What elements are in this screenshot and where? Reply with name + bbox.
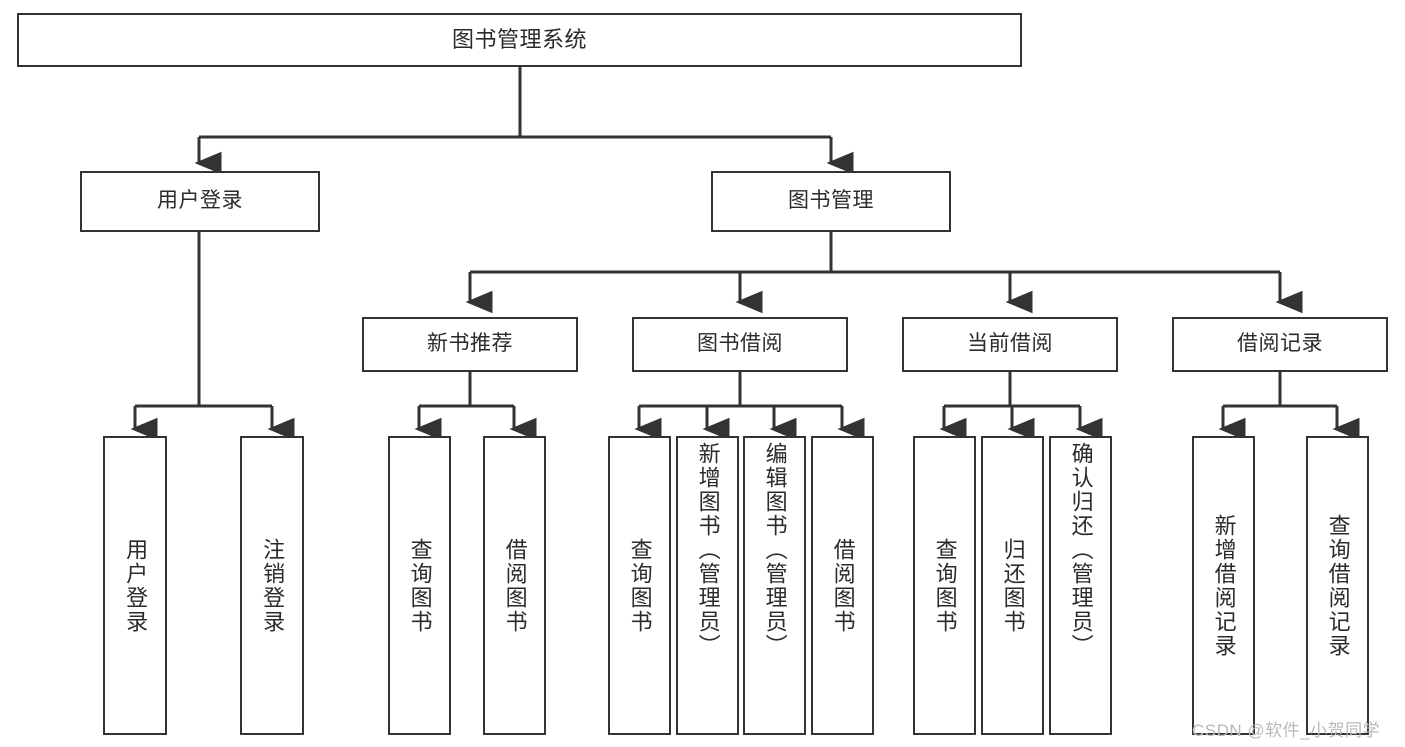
leaf-borrow-book-recommend[interactable]: 借阅图书 [483,436,546,735]
leaf-return-book[interactable]: 归还图书 [981,436,1044,735]
leaf-confirm-return-admin[interactable]: 确认归还（管理员） [1049,436,1112,735]
node-book-borrow[interactable]: 图书借阅 [632,317,848,372]
leaf-label: 借阅图书 [830,537,856,634]
leaf-label: 查询借阅记录 [1325,513,1351,658]
leaf-label: 查询图书 [407,537,433,634]
leaf-add-book-admin[interactable]: 新增图书（管理员） [676,436,739,735]
leaf-label: 查询图书 [627,537,653,634]
node-borrow-record[interactable]: 借阅记录 [1172,317,1388,372]
leaf-label: 编辑图书（管理员） [762,442,788,658]
node-new-book-recommend[interactable]: 新书推荐 [362,317,578,372]
leaf-borrow-book[interactable]: 借阅图书 [811,436,874,735]
leaf-label: 归还图书 [1000,537,1026,634]
node-label: 当前借阅 [967,332,1053,356]
leaf-label: 用户登录 [123,537,149,634]
node-label: 图书借阅 [697,332,783,356]
leaf-label: 查询图书 [932,537,958,634]
leaf-query-book-borrow[interactable]: 查询图书 [608,436,671,735]
csdn-watermark: CSDN @软件_小贺同学 [1192,721,1381,740]
leaf-query-book-current[interactable]: 查询图书 [913,436,976,735]
leaf-label: 借阅图书 [502,537,528,634]
node-label: 图书管理系统 [451,27,587,53]
node-label: 图书管理 [788,189,874,213]
node-label: 新书推荐 [427,332,513,356]
leaf-label: 新增借阅记录 [1211,513,1237,658]
node-label: 用户登录 [157,189,243,213]
leaf-edit-book-admin[interactable]: 编辑图书（管理员） [743,436,806,735]
node-book-management[interactable]: 图书管理 [711,171,951,232]
node-current-borrow[interactable]: 当前借阅 [902,317,1118,372]
leaf-label: 新增图书（管理员） [695,442,721,658]
leaf-label: 注销登录 [260,537,286,634]
leaf-user-login[interactable]: 用户登录 [103,436,167,735]
node-book-management-system[interactable]: 图书管理系统 [17,13,1022,67]
node-user-login[interactable]: 用户登录 [80,171,320,232]
node-label: 借阅记录 [1237,332,1323,356]
leaf-query-borrow-record[interactable]: 查询借阅记录 [1306,436,1369,735]
leaf-add-borrow-record[interactable]: 新增借阅记录 [1192,436,1255,735]
leaf-label: 确认归还（管理员） [1068,442,1094,658]
leaf-logout-login[interactable]: 注销登录 [240,436,304,735]
leaf-query-book-recommend[interactable]: 查询图书 [388,436,451,735]
